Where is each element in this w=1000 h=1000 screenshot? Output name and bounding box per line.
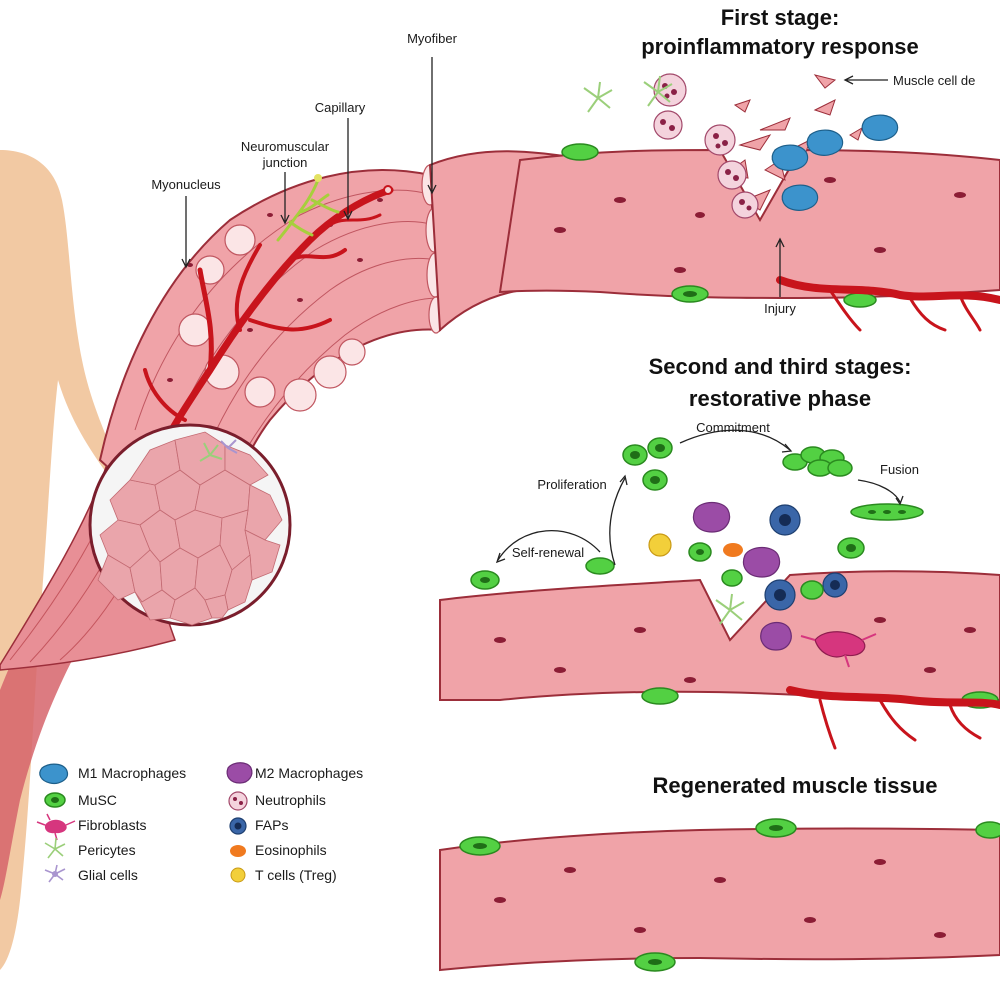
legend-label-treg: T cells (Treg) xyxy=(255,867,337,883)
label-capillary: Capillary xyxy=(315,100,366,115)
stage1-neutrophils xyxy=(653,73,759,219)
m2-macrophage-icon xyxy=(226,762,253,784)
legend-label-eosinophils: Eosinophils xyxy=(255,842,327,858)
stage2-process-arrows xyxy=(495,429,904,566)
legend-label-m1-macrophages: M1 Macrophages xyxy=(78,765,186,781)
treg-icon xyxy=(230,867,246,883)
label-injury: Injury xyxy=(764,301,796,316)
regenerated-fiber xyxy=(439,818,1000,972)
legend-label-neutrophils: Neutrophils xyxy=(255,792,326,808)
eosinophil-icon xyxy=(230,845,246,857)
stage2-pericyte xyxy=(715,593,745,625)
regenerated-musc xyxy=(459,818,1000,972)
stage1-m1-macrophages xyxy=(771,114,899,211)
stage-headings: First stage: proinflammatory response Se… xyxy=(641,5,937,798)
label-commitment: Commitment xyxy=(696,420,770,435)
fap-icon xyxy=(229,817,247,835)
fiber-end-caps xyxy=(178,164,444,412)
musc-icon xyxy=(44,792,66,808)
stage2-musc-cells xyxy=(470,437,924,590)
legend-label-faps: FAPs xyxy=(255,817,288,833)
stage2-labels: Commitment Fusion Proliferation Self-ren… xyxy=(512,420,919,560)
legend-label-pericytes: Pericytes xyxy=(78,842,136,858)
heading-stage1-line2: proinflammatory response xyxy=(641,34,919,59)
pericyte-near-junction xyxy=(199,442,223,462)
stage1-blood-vessel xyxy=(776,276,1000,332)
legend-label-fibroblasts: Fibroblasts xyxy=(78,817,146,833)
stage1-pericytes xyxy=(583,75,673,113)
label-self-renewal: Self-renewal xyxy=(512,545,584,560)
stage2-fiber xyxy=(439,570,1000,750)
glial-cell-near-junction xyxy=(220,439,238,454)
label-proliferation: Proliferation xyxy=(537,477,606,492)
label-myofiber: Myofiber xyxy=(407,31,458,46)
heading-stage1-line1: First stage: xyxy=(721,5,840,30)
stage1-musc-cells xyxy=(561,143,877,308)
label-neuromuscular-line1: Neuromuscular xyxy=(241,139,330,154)
legend-label-m2-macrophages: M2 Macrophages xyxy=(255,765,363,781)
fused-myotube xyxy=(850,503,924,521)
stage1-fiber xyxy=(498,143,1000,332)
pericyte-icon xyxy=(44,837,66,859)
heading-stage2-line2: restorative phase xyxy=(689,386,871,411)
cell-type-legend: M1 Macrophages MuSC Fibroblasts Pericyte… xyxy=(36,762,363,883)
label-neuromuscular-line2: junction xyxy=(262,155,308,170)
fibroblast-icon xyxy=(36,813,76,841)
anatomy-labels: Myofiber Capillary Neuromuscular junctio… xyxy=(151,31,457,192)
callout-arrows xyxy=(181,57,888,297)
label-muscle-cell-debris: Muscle cell de xyxy=(893,73,975,88)
label-fusion: Fusion xyxy=(880,462,919,477)
legend-label-musc: MuSC xyxy=(78,792,117,808)
muscle-cross-section xyxy=(88,423,292,627)
stage2-fibroblast xyxy=(800,631,877,668)
heading-regenerated: Regenerated muscle tissue xyxy=(653,773,938,798)
stage2-immune-cells xyxy=(648,501,865,651)
legend-label-glial-cells: Glial cells xyxy=(78,867,138,883)
stage2-blood-vessel xyxy=(786,686,1000,750)
heading-stage2-line1: Second and third stages: xyxy=(649,354,912,379)
m1-macrophage-icon xyxy=(39,763,69,785)
neutrophil-icon xyxy=(228,791,248,811)
stage1-labels: Muscle cell de Injury xyxy=(764,73,975,316)
glial-cell-icon xyxy=(44,864,66,883)
label-myonucleus: Myonucleus xyxy=(151,177,221,192)
committed-musc-cluster xyxy=(782,446,853,477)
